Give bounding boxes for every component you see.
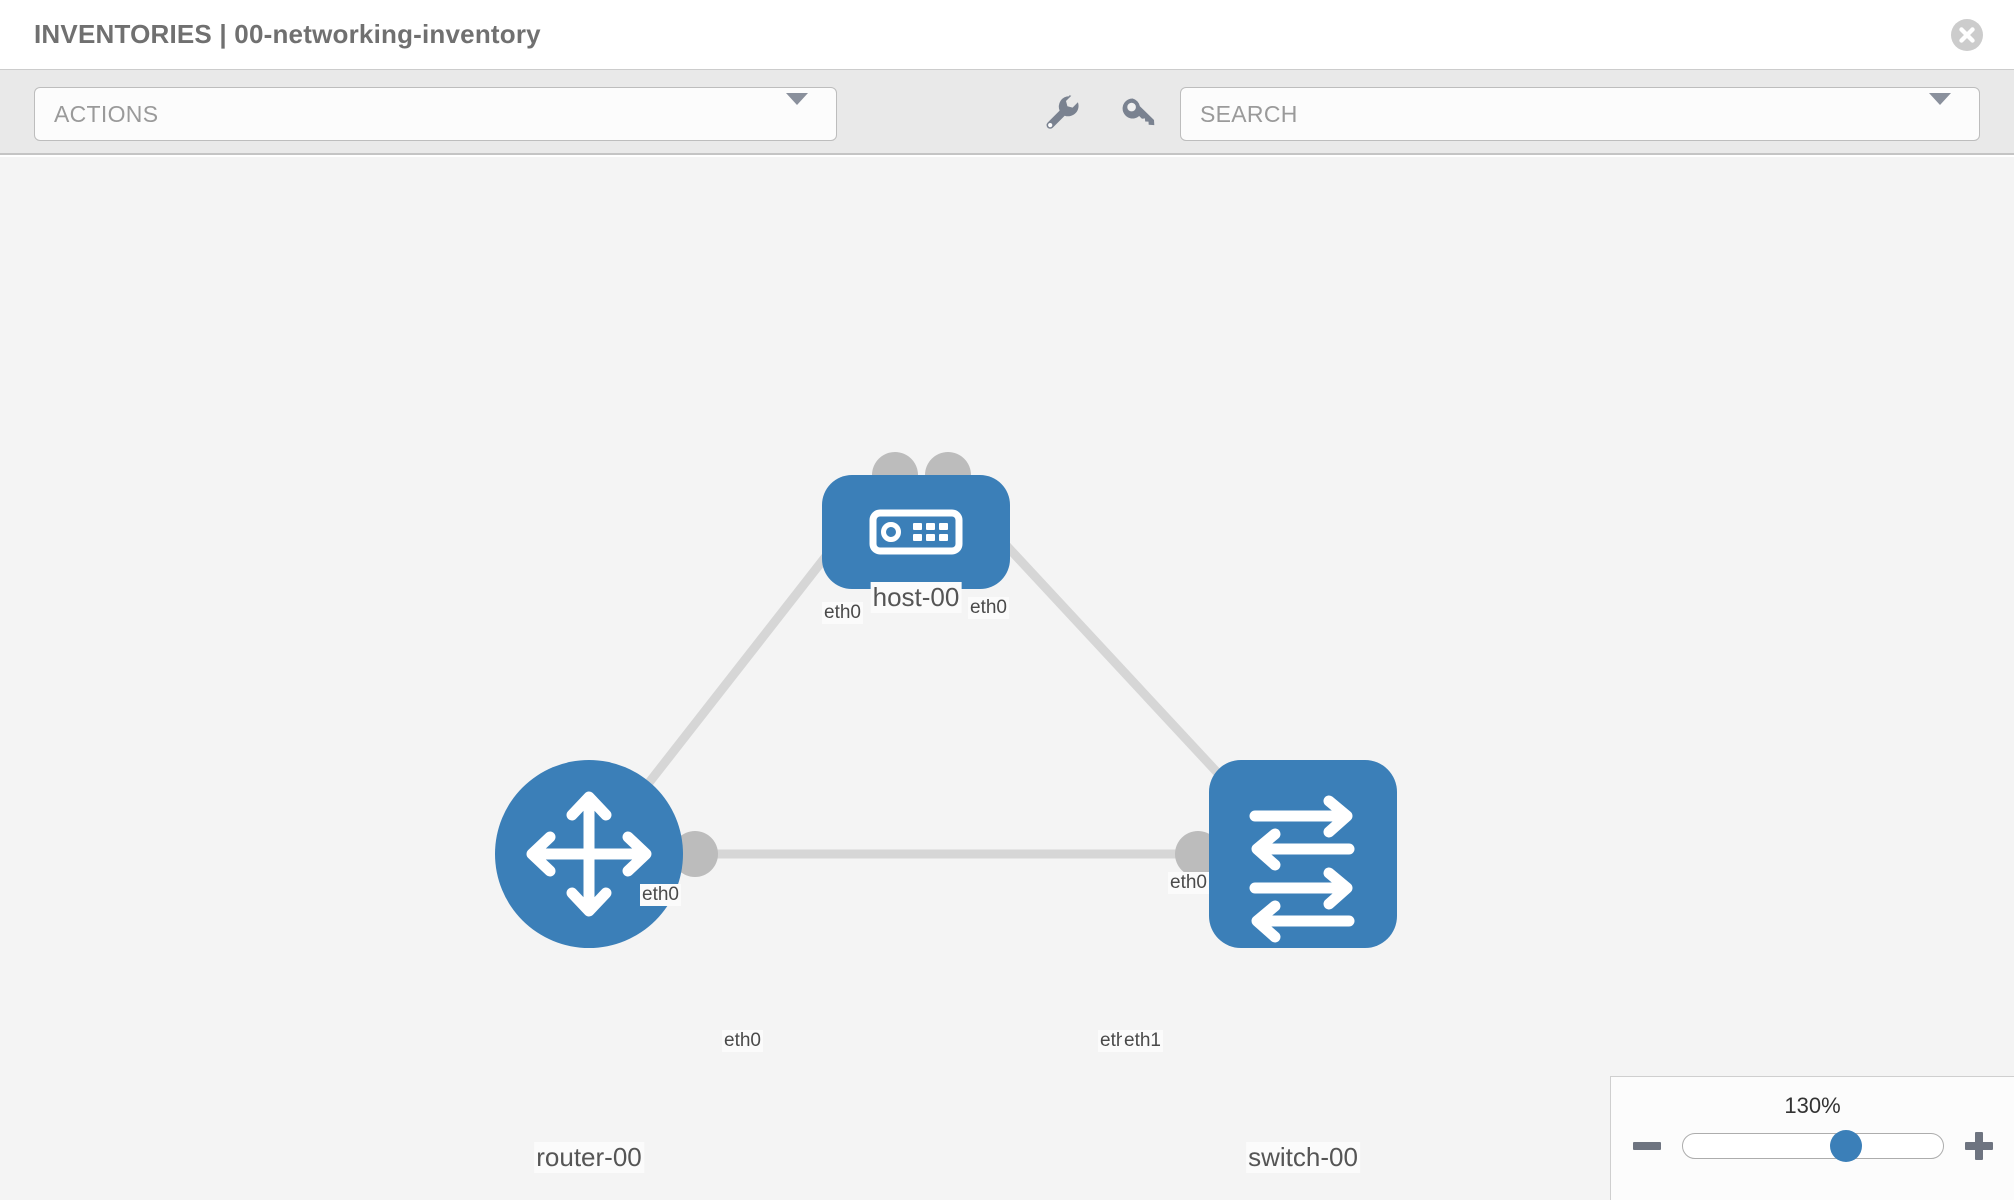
search-placeholder: SEARCH <box>1200 100 1298 127</box>
zoom-slider-thumb[interactable] <box>1830 1130 1863 1162</box>
interface-label: eth0 <box>722 1030 763 1052</box>
zoom-control-panel: 130% <box>1610 1076 2014 1200</box>
endpoint-dot <box>672 831 718 877</box>
zoom-out-button[interactable] <box>1630 1129 1664 1163</box>
actions-dropdown[interactable]: ACTIONS <box>34 87 837 141</box>
close-icon[interactable] <box>1950 18 1984 52</box>
page-header: INVENTORIES | 00-networking-inventory <box>0 0 2014 69</box>
switch-arrows-icon <box>1249 795 1355 943</box>
chevron-down-icon <box>786 93 808 123</box>
server-icon <box>869 509 963 555</box>
topology-canvas[interactable]: eth0 eth0 eth0 eth0 eth0 eth0 eth1 host-… <box>0 157 2014 1200</box>
zoom-in-button[interactable] <box>1962 1129 1996 1163</box>
search-input[interactable]: SEARCH <box>1180 87 1980 141</box>
router-arrows-icon <box>526 791 652 917</box>
node-host-00[interactable] <box>822 475 1010 589</box>
node-router-00[interactable] <box>495 760 683 948</box>
node-label-switch-00: switch-00 <box>1246 1142 1360 1173</box>
interface-label: eth0 <box>640 884 681 906</box>
wrench-icon[interactable] <box>1042 92 1082 132</box>
key-icon[interactable] <box>1118 92 1158 132</box>
interface-label: eth1 <box>1122 1030 1163 1052</box>
interface-label: eth0 <box>1168 872 1209 894</box>
node-switch-00[interactable] <box>1209 760 1397 948</box>
toolbar: ACTIONS <box>0 69 2014 155</box>
zoom-slider[interactable] <box>1681 1130 1944 1162</box>
chevron-down-icon[interactable] <box>1929 93 1951 123</box>
interface-label: eth0 <box>822 602 863 624</box>
actions-dropdown-label: ACTIONS <box>54 100 159 127</box>
toolbar-icon-group <box>1042 92 1158 132</box>
interface-label: eth0 <box>968 597 1009 619</box>
node-label-host-00: host-00 <box>870 582 962 613</box>
topology-graph <box>495 452 1397 948</box>
node-label-router-00: router-00 <box>534 1142 644 1173</box>
zoom-percent-label: 130% <box>1784 1093 1841 1118</box>
page-title: INVENTORIES | 00-networking-inventory <box>34 19 541 49</box>
